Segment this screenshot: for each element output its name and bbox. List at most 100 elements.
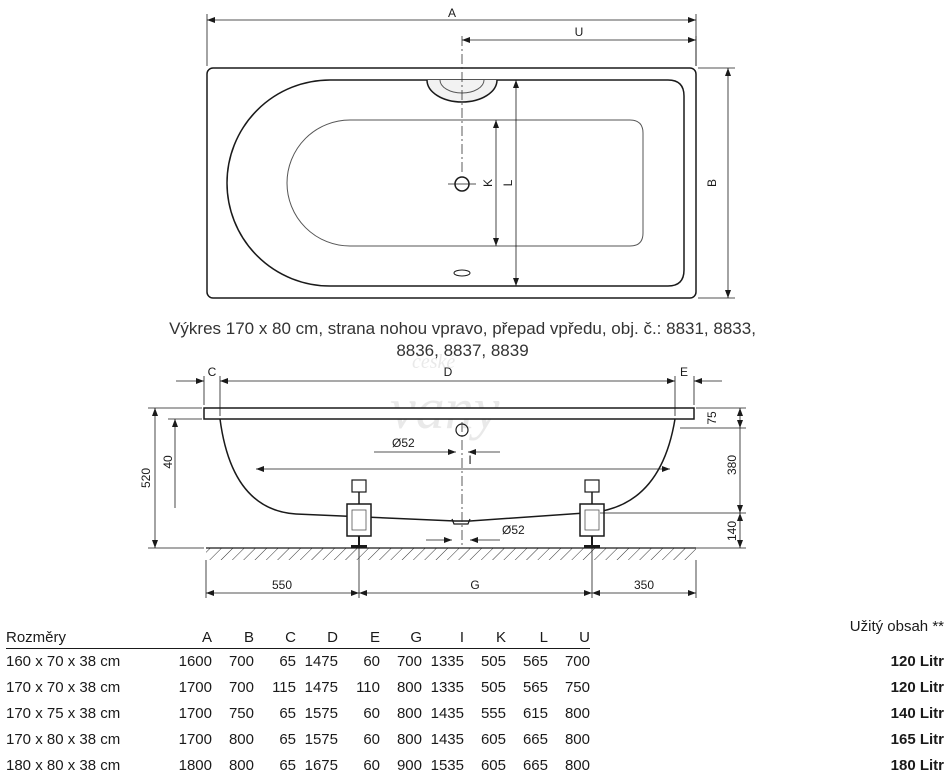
- header-col-u: U: [548, 618, 590, 649]
- cell-u: 700: [564, 653, 590, 670]
- dim-label-drain-diameter: Ø52: [502, 523, 525, 537]
- header-col-e: E: [338, 618, 380, 649]
- dim-label-a: A: [448, 6, 456, 20]
- tub-floor-contour: [286, 119, 644, 247]
- header-col-l: L: [506, 618, 548, 649]
- cell-c: 65: [279, 731, 296, 748]
- cell-g: 800: [396, 705, 422, 722]
- dim-label-overflow-diameter: Ø52: [392, 436, 415, 450]
- cell-k: 505: [480, 653, 506, 670]
- cell-g: 900: [396, 757, 422, 774]
- cell-volume: 120 Litr: [890, 679, 944, 696]
- cell-i: 1535: [430, 757, 464, 774]
- cell-l: 665: [522, 757, 548, 774]
- cell-k: 605: [480, 731, 506, 748]
- dim-label-l: L: [501, 179, 515, 186]
- cell-b: 750: [228, 705, 254, 722]
- cell-k: 505: [480, 679, 506, 696]
- cell-c: 115: [272, 679, 296, 696]
- header-col-c: C: [254, 618, 296, 649]
- cell-size: 180 x 80 x 38 cm: [6, 757, 121, 774]
- dim-label-c: C: [208, 365, 217, 379]
- cell-e: 60: [363, 653, 380, 670]
- cell-size: 170 x 75 x 38 cm: [6, 705, 121, 722]
- dim-label-u: U: [575, 25, 584, 39]
- cell-c: 65: [279, 757, 296, 774]
- cell-d: 1675: [304, 757, 338, 774]
- foot-right: [579, 479, 605, 548]
- cell-g: 700: [396, 653, 422, 670]
- cell-g: 800: [396, 731, 422, 748]
- dim-label-380: 380: [725, 455, 739, 475]
- cell-volume: 165 Litr: [890, 731, 944, 748]
- dim-label-i: I: [468, 453, 471, 467]
- cell-c: 65: [279, 705, 296, 722]
- floor-hatch: [206, 548, 696, 560]
- header-col-i: I: [422, 618, 464, 649]
- cell-c: 65: [279, 653, 296, 670]
- dim-label-140: 140: [725, 521, 739, 541]
- header-col-b: B: [212, 618, 254, 649]
- dim-label-550: 550: [272, 578, 292, 592]
- header-dimensions: Rozměry: [6, 618, 156, 649]
- cell-l: 615: [522, 705, 548, 722]
- cell-e: 60: [363, 705, 380, 722]
- technical-drawing: A U B K L české vany: [139, 6, 746, 598]
- cell-d: 1575: [304, 705, 338, 722]
- dim-label-k: K: [481, 179, 495, 187]
- cell-k: 605: [480, 757, 506, 774]
- dim-label-d: D: [444, 365, 453, 379]
- dim-label-520: 520: [139, 468, 153, 488]
- cell-u: 800: [564, 757, 590, 774]
- cell-a: 1800: [178, 757, 212, 774]
- tub-rim-side: [203, 407, 695, 420]
- drawing-caption-line1: Výkres 170 x 80 cm, strana nohou vpravo,…: [169, 319, 756, 338]
- cell-a: 1700: [178, 731, 212, 748]
- cell-k: 555: [480, 705, 506, 722]
- top-view: A U B K L: [206, 6, 735, 299]
- dim-label-75: 75: [705, 411, 719, 425]
- cell-a: 1700: [178, 705, 212, 722]
- cell-g: 800: [396, 679, 422, 696]
- dim-label-350: 350: [634, 578, 654, 592]
- cell-u: 800: [564, 705, 590, 722]
- cell-b: 700: [228, 679, 254, 696]
- cell-d: 1475: [304, 679, 338, 696]
- cell-d: 1575: [304, 731, 338, 748]
- dim-label-40: 40: [161, 455, 175, 469]
- cell-b: 800: [228, 757, 254, 774]
- header-col-g: G: [380, 618, 422, 649]
- cell-b: 700: [228, 653, 254, 670]
- cell-i: 1335: [430, 679, 464, 696]
- cell-l: 565: [522, 653, 548, 670]
- cell-volume: 120 Litr: [890, 652, 944, 670]
- dim-label-b: B: [705, 179, 719, 187]
- tub-inner-contour: [226, 79, 685, 287]
- cell-u: 750: [564, 679, 590, 696]
- cell-e: 60: [363, 757, 380, 774]
- foot-left: [346, 479, 372, 548]
- header-col-a: A: [156, 618, 212, 649]
- side-view: C D E 520 40 75 380 140 Ø52 I Ø52: [139, 365, 746, 598]
- header-col-d: D: [296, 618, 338, 649]
- cell-e: 110: [356, 679, 380, 696]
- tub-outline-top: [206, 67, 697, 299]
- cell-volume: 180 Litr: [890, 757, 944, 774]
- cell-size: 160 x 70 x 38 cm: [6, 653, 121, 670]
- cell-b: 800: [228, 731, 254, 748]
- header-usable-volume: Užitý obsah **: [849, 618, 944, 635]
- cell-i: 1435: [430, 705, 464, 722]
- table-row: 170 x 75 x 38 cm 1700 750 65 1575 60 800 1435 55…: [6, 701, 944, 727]
- cell-u: 800: [564, 731, 590, 748]
- cell-i: 1435: [430, 731, 464, 748]
- cell-l: 665: [522, 731, 548, 748]
- svg-text:české: české: [412, 351, 456, 373]
- cell-volume: 140 Litr: [890, 705, 944, 722]
- drawing-caption-line2: 8836, 8837, 8839: [396, 341, 529, 360]
- cell-l: 565: [522, 679, 548, 696]
